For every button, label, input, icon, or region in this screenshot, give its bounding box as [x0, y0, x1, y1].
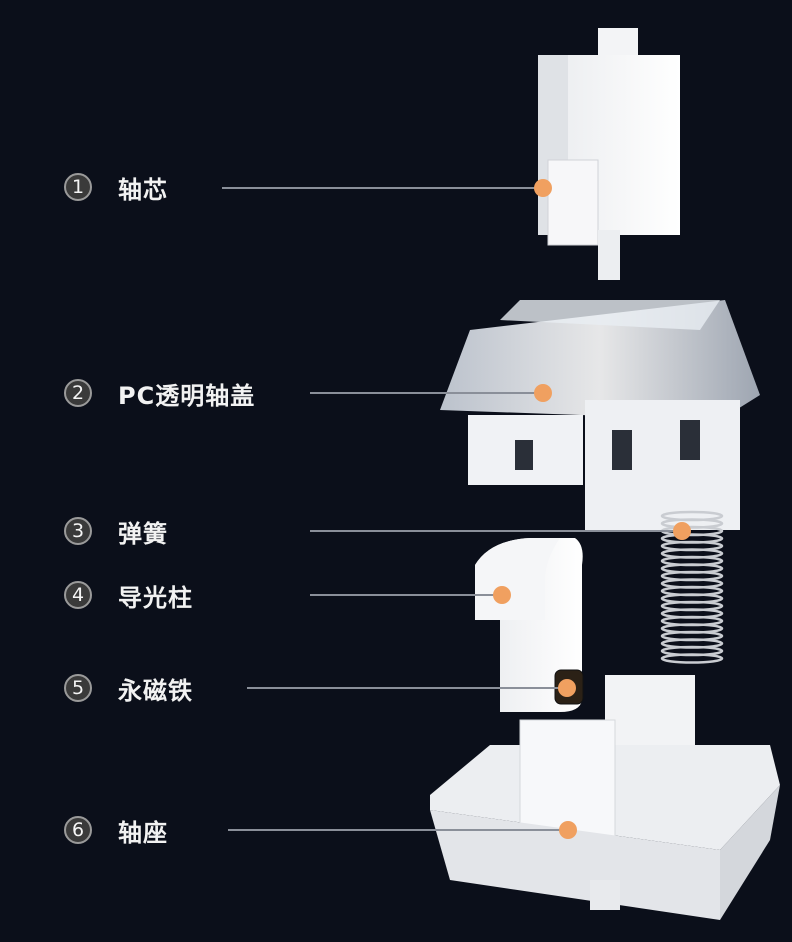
part-name: 永磁铁: [118, 676, 193, 705]
spring-coil: [660, 653, 724, 664]
marker-dot-2: [534, 384, 552, 402]
part-name: 轴芯: [118, 175, 168, 204]
stem-part: [538, 28, 680, 280]
part-label-spring: 3 弹簧: [64, 514, 168, 548]
number-badge: 4: [64, 581, 92, 609]
marker-dot-3: [673, 522, 691, 540]
marker-dot-5: [558, 679, 576, 697]
part-label-magnet: 5 永磁铁: [64, 671, 193, 705]
number-badge: 3: [64, 517, 92, 545]
transparent-housing-part: [440, 300, 760, 530]
marker-dot-4: [493, 586, 511, 604]
part-label-stem: 1 轴芯: [64, 170, 168, 204]
spring-part: (function(){var g=document.currentScript…: [660, 510, 724, 664]
number-badge: 1: [64, 173, 92, 201]
part-name: 弹簧: [118, 519, 168, 548]
markers: [493, 179, 691, 839]
part-label-base: 6 轴座: [64, 813, 168, 847]
housing-base-part: [430, 675, 780, 920]
number-badge: 5: [64, 674, 92, 702]
part-name: 轴座: [118, 818, 168, 847]
part-label-housing-top: 2 PC透明轴盖: [64, 376, 255, 410]
part-name: PC透明轴盖: [118, 381, 256, 410]
number-badge: 6: [64, 816, 92, 844]
marker-dot-1: [534, 179, 552, 197]
part-label-light-pipe: 4 导光柱: [64, 578, 193, 612]
part-name: 导光柱: [118, 583, 193, 612]
leader-lines: [222, 187, 682, 831]
number-badge: 2: [64, 379, 92, 407]
marker-dot-6: [559, 821, 577, 839]
